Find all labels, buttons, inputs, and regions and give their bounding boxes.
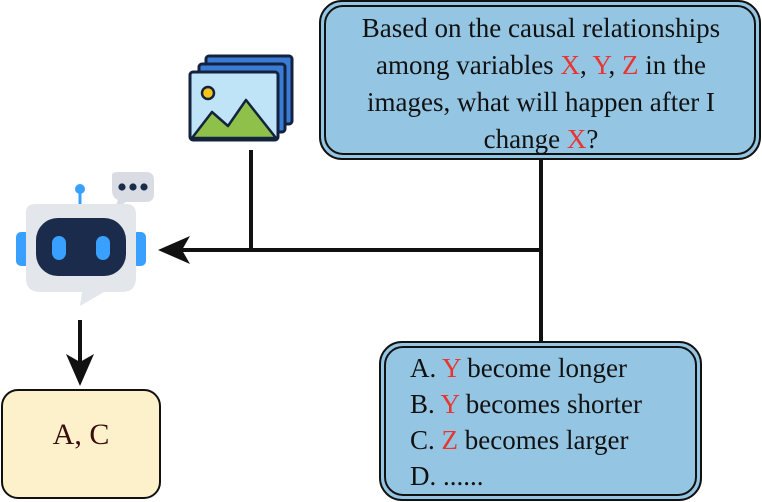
option-b-prefix: B. (410, 389, 441, 419)
question-line-3: images, what will happen after I (367, 87, 715, 117)
question-line-4-prefix: change (483, 124, 567, 154)
connector-lines (180, 150, 543, 342)
arrow-to-answer (66, 354, 94, 386)
speech-bubble-icon (112, 172, 154, 210)
question-text: Based on the causal relationships among … (330, 10, 752, 158)
option-d-prefix: D. ...... (410, 461, 484, 491)
options-box (379, 341, 702, 501)
option-c-variable: Z (441, 425, 459, 455)
answer-box (1, 389, 161, 499)
question-separator-2: , (608, 50, 622, 80)
question-separator-1: , (579, 50, 593, 80)
option-d: D. ...... (410, 458, 710, 494)
question-line-2-suffix: in the (638, 50, 706, 80)
question-line-2: among variables X, Y, Z in the (330, 47, 752, 84)
option-b-text: becomes shorter (459, 389, 642, 419)
variable-x: X (560, 50, 580, 80)
variable-y: Y (592, 50, 609, 80)
variable-x-change: X (566, 124, 587, 154)
option-a: A. Y become longer (410, 350, 710, 386)
option-c-prefix: C. (410, 425, 442, 455)
question-line-1: Based on the causal relationships (361, 13, 721, 43)
option-c-text: becomes larger (458, 425, 629, 455)
variable-z: Z (621, 50, 639, 80)
options-list: A. Y become longer B. Y becomes shorter … (410, 350, 710, 494)
arrow-to-model (158, 236, 190, 264)
robot-icon (16, 184, 146, 306)
answer-text: A, C (52, 418, 110, 451)
option-b: B. Y becomes shorter (410, 386, 710, 422)
question-line-2-prefix: among variables (376, 50, 561, 80)
option-c: C. Z becomes larger (410, 422, 710, 458)
question-line-4: change X? (330, 121, 752, 158)
question-line-4-suffix: ? (586, 124, 599, 154)
option-b-variable: Y (440, 389, 460, 419)
image-stack-icon (188, 54, 294, 142)
option-a-prefix: A. (410, 353, 442, 383)
option-a-text: become longer (460, 353, 627, 383)
option-a-variable: Y (442, 353, 461, 383)
question-box (319, 0, 761, 160)
